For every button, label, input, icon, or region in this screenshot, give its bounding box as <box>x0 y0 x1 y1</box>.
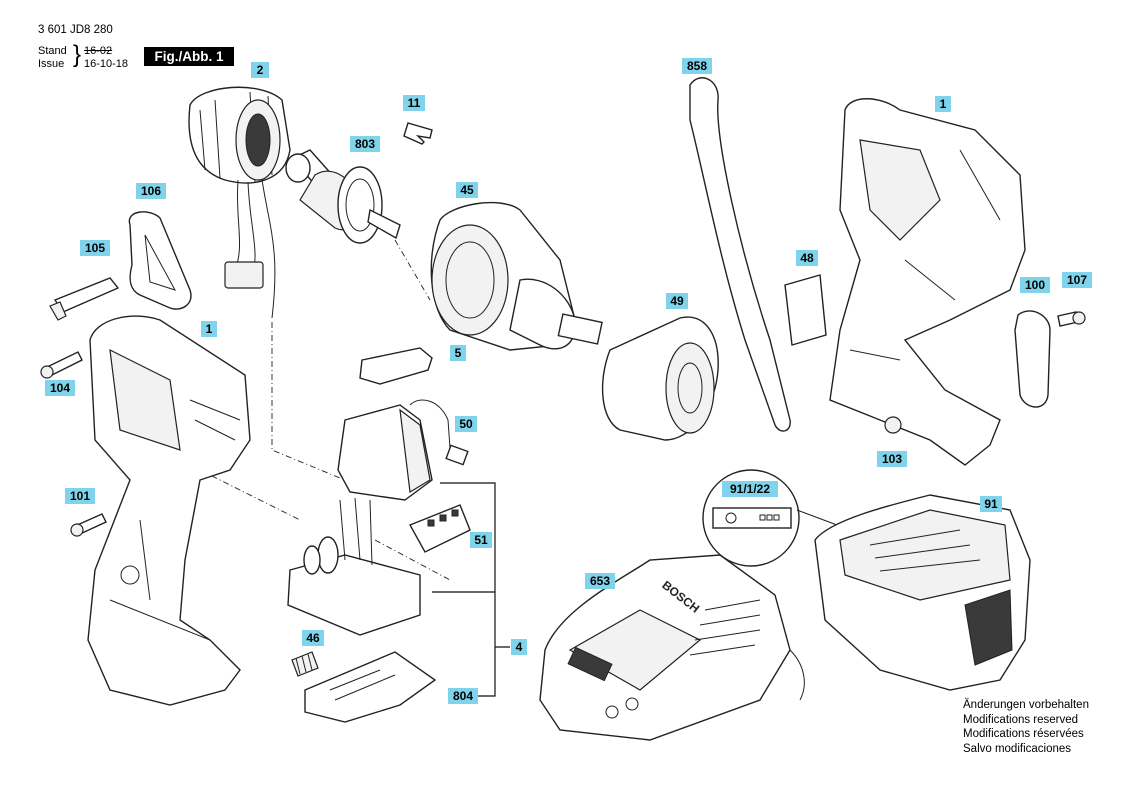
part-screw-104 <box>40 351 83 379</box>
part-strap <box>689 77 791 432</box>
part-contact-plate <box>304 651 437 723</box>
callout-803: 803 <box>350 136 380 152</box>
note-es: Salvo modificaciones <box>963 742 1072 755</box>
part-switch <box>337 399 469 501</box>
part-screw-107 <box>1057 311 1086 327</box>
callout-2: 2 <box>251 62 269 78</box>
brace: } <box>73 41 82 68</box>
part-fob <box>409 504 471 553</box>
figure-label: Fig./Abb. 1 <box>144 47 234 66</box>
part-nut-103 <box>884 416 902 434</box>
part-housing-left <box>87 315 251 706</box>
note-de: Änderungen vorbehalten <box>963 699 1089 711</box>
part-screw-101 <box>70 513 107 537</box>
assembly-line-handle <box>199 469 301 521</box>
callout-4: 4 <box>511 639 527 655</box>
part-gear-housing <box>430 202 603 351</box>
part-pad <box>784 274 827 346</box>
doc-number: 3 601 JD8 280 <box>38 24 113 36</box>
note-fr: Modifications réservées <box>963 728 1084 740</box>
callout-11: 11 <box>403 95 425 111</box>
part-stator <box>188 86 291 319</box>
modification-notes: Änderungen vorbehalten Modifications res… <box>963 698 1089 756</box>
part-housing-right <box>829 98 1026 466</box>
callout-101: 101 <box>65 488 95 504</box>
part-bumper <box>128 211 192 310</box>
callout-48: 48 <box>796 250 818 266</box>
callout-105: 105 <box>80 240 110 256</box>
callout-5: 5 <box>450 345 466 361</box>
callout-46: 46 <box>302 630 324 646</box>
issue-date: 16-10-18 <box>84 58 129 70</box>
callout-45: 45 <box>456 182 478 198</box>
callout-1-right: 1 <box>935 96 951 112</box>
assembly-line-stator <box>271 322 341 479</box>
part-cap <box>601 316 719 441</box>
callout-804: 804 <box>448 688 478 704</box>
callout-100: 100 <box>1020 277 1050 293</box>
issue-label: Issue <box>38 58 65 70</box>
callout-103: 103 <box>877 451 907 467</box>
callout-51: 51 <box>470 532 492 548</box>
part-spring <box>291 651 319 677</box>
callout-653: 653 <box>585 573 615 589</box>
callout-104: 104 <box>45 380 75 396</box>
callout-91-1-22: 91/1/22 <box>722 481 778 497</box>
callout-1-left: 1 <box>201 321 217 337</box>
part-electronics <box>287 497 421 636</box>
part-clip <box>403 122 433 145</box>
stand-label: Stand <box>38 45 67 57</box>
part-armature <box>285 149 401 244</box>
part-battery <box>814 494 1031 691</box>
stand-date: 16-02 <box>84 45 113 57</box>
callout-858: 858 <box>682 58 712 74</box>
callout-106: 106 <box>136 183 166 199</box>
note-en: Modifications reserved <box>963 713 1079 726</box>
part-belt-clip <box>1014 310 1051 408</box>
assembly-line-electronics <box>374 539 451 581</box>
part-plate <box>49 277 120 321</box>
part-switch-slide <box>359 347 433 385</box>
part-charger <box>539 554 805 741</box>
callout-50: 50 <box>455 416 477 432</box>
callout-107: 107 <box>1062 272 1092 288</box>
assembly-line-armature <box>394 239 431 301</box>
callout-91: 91 <box>980 496 1002 512</box>
callout-49: 49 <box>666 293 688 309</box>
